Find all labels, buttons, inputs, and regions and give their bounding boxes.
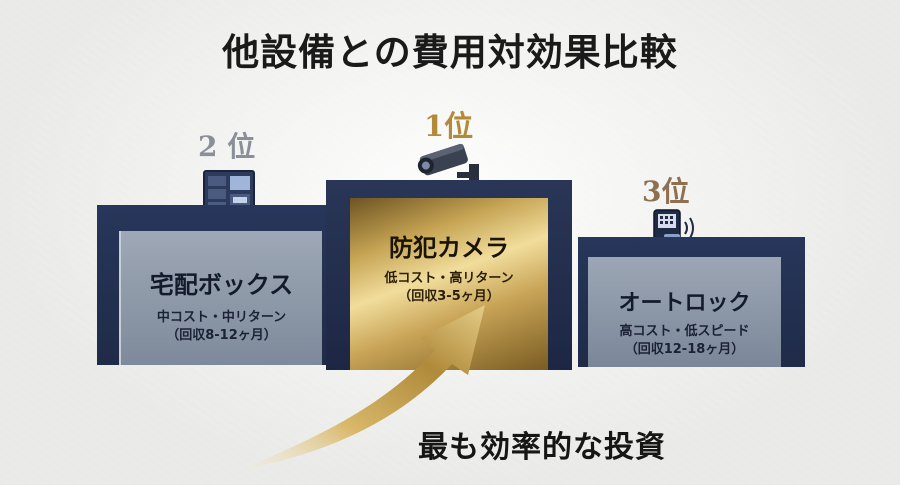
upward-arrow-icon — [240, 305, 485, 470]
page-title: 他設備との費用対効果比較 — [222, 31, 678, 74]
podium-second: 宅配ボックス 中コスト・中リターン （回収8-12ヶ月） — [97, 205, 330, 365]
item-period-parcel-box: （回収8-12ヶ月） — [166, 328, 277, 343]
rank-2-label: 2 位 — [198, 130, 256, 163]
podium-third: オートロック 高コスト・低スピード （回収12-18ヶ月） — [578, 237, 805, 367]
slogan-text: 最も効率的な投資 — [418, 430, 666, 465]
item-desc-auto-lock: 高コスト・低スピード （回収12-18ヶ月） — [588, 323, 781, 359]
security-camera-icon — [417, 143, 479, 188]
item-cost-auto-lock: 高コスト・低スピード — [619, 324, 750, 339]
item-period-auto-lock: （回収12-18ヶ月） — [624, 342, 745, 357]
item-name-parcel-box: 宅配ボックス — [149, 271, 294, 299]
podium-second-face: 宅配ボックス 中コスト・中リターン （回収8-12ヶ月） — [119, 231, 322, 365]
item-desc-parcel-box: 中コスト・中リターン （回収8-12ヶ月） — [121, 309, 322, 345]
rank-3-label: 3位 — [642, 175, 690, 208]
podium-first: 防犯カメラ 低コスト・高リターン （回収3-5ヶ月） — [326, 180, 572, 370]
podium-third-face: オートロック 高コスト・低スピード （回収12-18ヶ月） — [588, 257, 781, 367]
item-name-auto-lock: オートロック — [618, 291, 751, 316]
item-desc-security-camera: 低コスト・高リターン （回収3-5ヶ月） — [350, 270, 548, 306]
item-period-security-camera: （回収3-5ヶ月） — [398, 289, 500, 304]
item-name-security-camera: 防犯カメラ — [389, 234, 509, 262]
rank-1-label: 1位 — [424, 109, 474, 143]
item-cost-parcel-box: 中コスト・中リターン — [156, 310, 287, 325]
item-cost-security-camera: 低コスト・高リターン — [384, 271, 514, 286]
